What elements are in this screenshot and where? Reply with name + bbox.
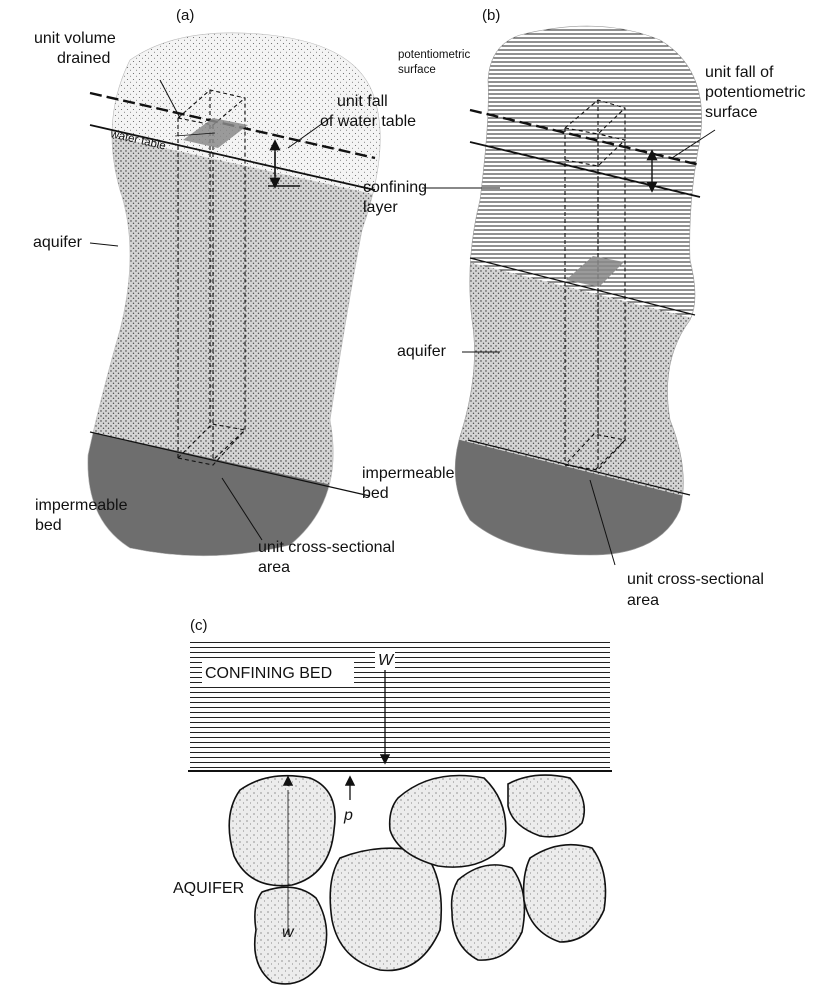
unit-fall-water-table-label-1: unit fall	[337, 93, 388, 110]
unit-cross-section-label-a-2: area	[258, 559, 290, 576]
aquifer-label-a: aquifer	[33, 234, 83, 251]
impermeable-bed-label-a-1: impermeable	[35, 497, 128, 514]
grain-7	[524, 845, 606, 942]
grain-1	[229, 776, 335, 886]
potentiometric-surface-label-1: potentiometric	[398, 49, 470, 61]
unit-fall-potentiometric-label-2: potentiometric	[705, 84, 806, 101]
unit-cross-section-label-b-2: area	[627, 592, 659, 609]
confining-layer-label-1: confining	[363, 179, 427, 196]
panel-c-letter: (c)	[190, 617, 208, 634]
grain-3	[330, 848, 441, 970]
aquifer-grains	[229, 775, 605, 984]
panel-a-letter: (a)	[176, 7, 194, 24]
unit-cross-section-label-b-1: unit cross-sectional	[627, 571, 764, 588]
panel-b-letter: (b)	[482, 7, 500, 24]
confining-bed-label: CONFINING BED	[205, 665, 332, 682]
unit-fall-potentiometric-label-3: surface	[705, 104, 758, 121]
impermeable-bed-label-b-1: impermeable	[362, 465, 455, 482]
panel-a: (a) unit volume drained water table unit…	[33, 7, 416, 580]
unit-volume-drained-label-1: unit volume	[34, 30, 116, 47]
confining-layer-label-2: layer	[363, 199, 398, 216]
grain-6	[508, 775, 584, 837]
unit-volume-drained-label-2: drained	[57, 50, 110, 67]
panel-b: (b) potentiometric surface unit fall of …	[362, 7, 806, 609]
W-label: W	[378, 652, 395, 669]
aquifer-label-c: AQUIFER	[173, 880, 244, 897]
aquifer-label-b: aquifer	[397, 343, 447, 360]
unit-fall-water-table-label-2: of water table	[320, 113, 416, 130]
p-label: p	[343, 807, 353, 824]
confining-bed	[190, 638, 610, 770]
unit-cross-section-label-a-1: unit cross-sectional	[258, 539, 395, 556]
panel-c: (c) CONFINING BED W p w AQUIFER	[173, 617, 612, 984]
w-label: w	[282, 924, 295, 941]
unit-fall-potentiometric-label-1: unit fall of	[705, 64, 774, 81]
grain-5	[452, 865, 525, 960]
impermeable-bed-label-b-2: bed	[362, 485, 389, 502]
potentiometric-surface-label-2: surface	[398, 64, 436, 76]
impermeable-bed-label-a-2: bed	[35, 517, 62, 534]
